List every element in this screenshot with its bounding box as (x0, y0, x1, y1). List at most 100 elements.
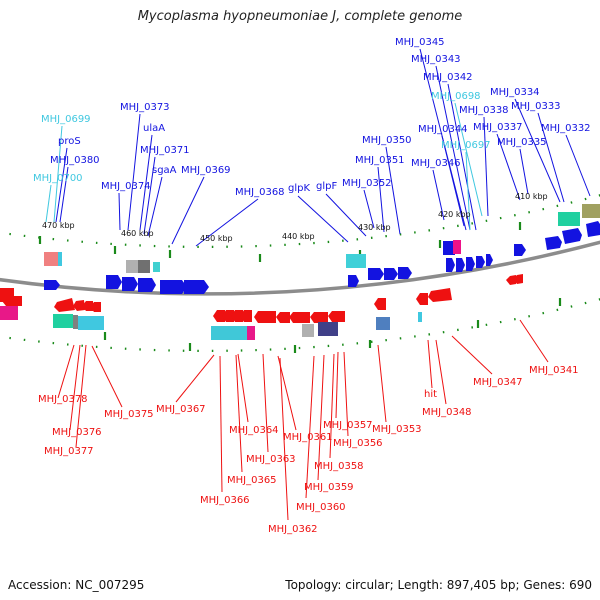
gene-label-top: MHJ_0352 (342, 178, 392, 189)
label-leader-line (514, 98, 561, 203)
label-leader-line (127, 113, 141, 231)
forward-gene (514, 244, 526, 256)
forward-gene (384, 268, 398, 280)
forward-gene (456, 258, 465, 272)
rna-feature (558, 212, 580, 226)
reverse-gene (82, 301, 93, 311)
scale-label: 450 kbp (200, 234, 233, 243)
reverse-gene (276, 312, 290, 323)
reverse-gene (428, 288, 452, 302)
label-leader-line (435, 339, 447, 405)
reverse-gene (310, 312, 328, 323)
gene-label-top: proS (58, 136, 81, 147)
scale-label: 470 kbp (42, 221, 75, 230)
gene-label-bottom: MHJ_0377 (44, 446, 94, 457)
label-leader-line (363, 189, 375, 229)
gene-label-top: MHJ_0368 (235, 187, 285, 198)
gene-label-top: MHJ_0699 (41, 114, 91, 125)
forward-gene (44, 280, 60, 290)
reverse-gene (289, 312, 310, 323)
gene-label-bottom: MHJ_0363 (246, 454, 296, 465)
forward-gene (398, 267, 412, 279)
gene-label-bottom: MHJ_0367 (156, 404, 206, 415)
label-leader-line (343, 351, 349, 437)
label-leader-line (53, 125, 63, 223)
rna-feature (376, 317, 390, 330)
label-leader-line (317, 354, 325, 481)
gene-label-bottom: hit (424, 389, 437, 400)
label-leader-line (537, 112, 565, 203)
rna-feature (302, 324, 314, 337)
accession-text: Accession: NC_007295 (8, 578, 145, 592)
gene-label-bottom: MHJ_0378 (38, 394, 88, 405)
reverse-gene (222, 310, 234, 322)
forward-gene (466, 257, 475, 271)
label-leader-line (427, 339, 433, 389)
forward-gene (368, 268, 384, 280)
label-leader-line (454, 102, 483, 217)
scale-label: 430 kbp (358, 223, 391, 232)
label-leader-line (175, 354, 215, 403)
scale-label: 440 kbp (282, 232, 315, 241)
reverse-gene (73, 300, 85, 311)
label-leader-line (447, 83, 477, 231)
gene-label-top: glpF (316, 181, 337, 192)
label-leader-line (496, 133, 521, 201)
label-leader-line (195, 198, 259, 247)
gene-label-top: MHJ_0351 (355, 155, 405, 166)
rna-feature (153, 262, 160, 272)
gene-label-bottom: MHJ_0359 (304, 482, 354, 493)
rna-feature (0, 306, 18, 320)
rna-feature (318, 322, 338, 336)
rna-feature (211, 326, 247, 340)
top-gene-labels: MHJ_0699proSMHJ_0380MHJ_0700MHJ_0373ulaA… (33, 37, 591, 198)
gene-label-top: MHJ_0373 (120, 102, 170, 113)
gene-label-top: MHJ_0350 (362, 135, 412, 146)
rna-feature (346, 254, 366, 268)
gene-label-top: sgaA (152, 165, 177, 176)
label-leader-line (297, 195, 349, 243)
rna-feature (78, 316, 104, 330)
gene-label-top: MHJ_0334 (490, 87, 540, 98)
gene-label-bottom: MHJ_0341 (529, 365, 579, 376)
label-leader-line (69, 344, 81, 431)
scale-label: 410 kbp (515, 192, 548, 201)
gene-label-bottom: MHJ_0361 (283, 432, 333, 443)
top-leader-lines (45, 48, 591, 247)
reverse-gene (328, 311, 345, 322)
gene-label-top: MHJ_0343 (411, 54, 461, 65)
gene-label-bottom: MHJ_0375 (104, 409, 154, 420)
gene-label-top: MHJ_0345 (395, 37, 445, 48)
forward-gene (586, 221, 600, 237)
reverse-gene (506, 275, 516, 285)
label-leader-line (279, 357, 289, 521)
gene-label-top: MHJ_0332 (541, 123, 591, 134)
reverse-gene (213, 310, 225, 322)
label-leader-line (519, 319, 549, 363)
label-leader-line (139, 134, 153, 231)
inner-tick-ring (0, 298, 600, 352)
reverse-gene (513, 274, 523, 284)
label-leader-line (235, 354, 243, 473)
gene-label-top: MHJ_0369 (181, 165, 231, 176)
gene-label-bottom: MHJ_0357 (323, 420, 373, 431)
label-leader-line (435, 65, 471, 231)
reverse-gene (374, 298, 386, 310)
gene-label-top: MHJ_0346 (411, 158, 461, 169)
forward-strand-features (44, 204, 600, 294)
gene-label-bottom: MHJ_0358 (314, 461, 364, 472)
forward-gene (160, 280, 187, 294)
label-leader-line (519, 148, 529, 195)
gene-label-top: MHJ_0371 (140, 145, 190, 156)
gene-label-bottom: MHJ_0360 (296, 502, 346, 513)
gene-label-bottom: MHJ_0353 (372, 424, 422, 435)
forward-gene (106, 275, 122, 289)
forward-gene (122, 277, 138, 291)
label-leader-line (335, 351, 339, 419)
label-leader-line (325, 193, 367, 237)
forward-gene (446, 258, 455, 272)
gene-label-top: MHJ_0380 (50, 155, 100, 166)
gene-label-bottom: MHJ_0347 (473, 377, 523, 388)
reverse-gene (2, 296, 22, 306)
gene-label-bottom: MHJ_0376 (52, 427, 102, 438)
